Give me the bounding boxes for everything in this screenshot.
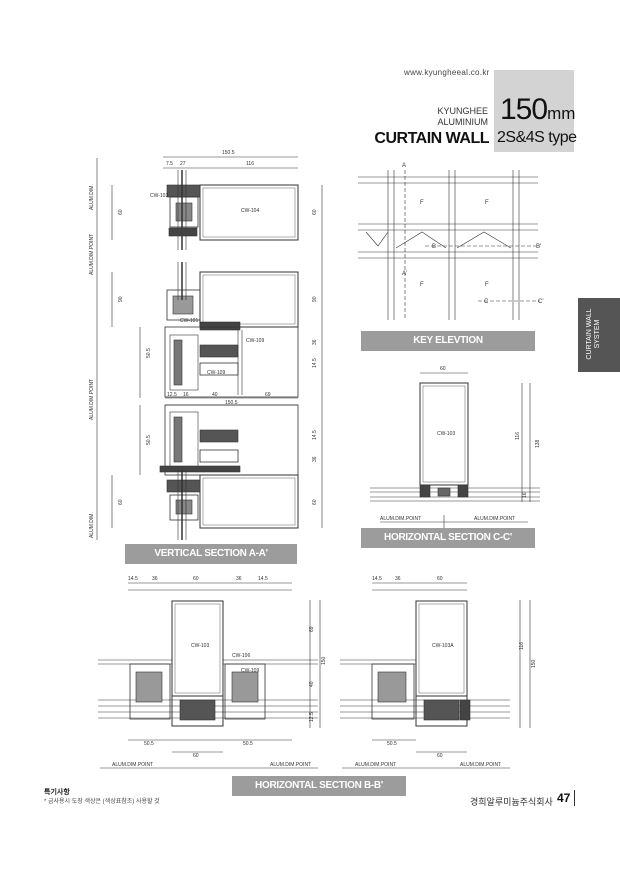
dim-top-1: 7.5	[166, 161, 173, 167]
dim-bottom-1: 12.5	[167, 392, 177, 398]
alum-dim-label-2: ALUM.DIM.POINT	[89, 234, 95, 275]
bb-dim-bottom-1: 50.5	[144, 741, 154, 747]
cc-dim-width: 60	[440, 366, 446, 372]
dim-left-1: 60	[118, 209, 124, 215]
bb-dim-bottom-4: 50.5	[387, 741, 397, 747]
part-code-5: CW-109	[207, 370, 225, 376]
dim-right-5: 14.5	[312, 430, 318, 440]
key-label-c-prime: C'	[538, 299, 543, 305]
dim-left-2: 90	[118, 296, 124, 302]
bb-dim-top-l2: 36	[152, 576, 158, 582]
dim-left-3: 50.5	[146, 348, 152, 358]
size-value: 150mm	[500, 94, 575, 130]
bb-part-code-2: CW-106	[232, 653, 250, 659]
size-badge-background	[494, 70, 574, 152]
cc-point-left: ALUM.DIM.POINT	[380, 516, 421, 522]
dim-top-2: 27	[180, 161, 186, 167]
note-text: * 금사용시 도장 색상은 (색상표참조) 사용할 것	[44, 799, 160, 805]
bb-dim-bottom-5: 60	[437, 753, 443, 759]
dim-left-4: 50.5	[146, 435, 152, 445]
page-title: CURTAIN WALL	[374, 130, 489, 147]
key-label-f-2: F	[485, 200, 489, 206]
part-code-3: CW-101	[180, 318, 198, 324]
bb-dim-right-l1: 69	[309, 626, 315, 632]
bb-dim-right-l4: 12.5	[309, 712, 315, 722]
horizontal-section-bb-banner: HORIZONTAL SECTION B-B'	[232, 776, 406, 796]
bb-dim-bottom-3: 50.5	[243, 741, 253, 747]
bb-dim-bottom-2: 60	[193, 753, 199, 759]
bb-dim-top-r2: 36	[395, 576, 401, 582]
key-label-f-1: F	[420, 200, 424, 206]
dim-bottom-4: 69	[265, 392, 271, 398]
bb-point-4: ALUM.DIM.POINT	[460, 762, 501, 768]
note-title: 특기사항	[44, 789, 70, 796]
dim-left-5: 60	[118, 499, 124, 505]
size-unit: mm	[547, 104, 576, 123]
dim-right-1: 60	[312, 209, 318, 215]
dim-right-3: 36	[312, 339, 318, 345]
bb-point-2: ALUM.DIM.POINT	[270, 762, 311, 768]
key-label-c: C	[484, 299, 489, 305]
alum-dim-label-3: ALUM.DIM.POINT	[89, 379, 95, 420]
cc-dim-116: 116	[515, 432, 521, 440]
page-number: 47	[557, 791, 571, 805]
dim-right-4: 14.5	[312, 358, 318, 368]
bb-dim-right-r1: 116	[519, 642, 525, 650]
bb-point-1: ALUM.DIM.POINT	[112, 762, 153, 768]
alum-dim-label-1: ALUM.DIM.	[89, 184, 95, 210]
cc-dim-16: 16	[522, 492, 528, 498]
part-code-4: CW-109	[246, 338, 264, 344]
key-label-b: B	[432, 244, 436, 250]
dim-right-7: 60	[312, 499, 318, 505]
bb-dim-top-l4: 36	[236, 576, 242, 582]
dim-bottom-3: 40	[212, 392, 218, 398]
website-url: www.kyungheeal.co.kr	[404, 68, 490, 77]
dim-bottom-overall: 150.5	[225, 400, 238, 406]
cc-part-code: CW-103	[437, 431, 455, 437]
key-label-a-prime: A'	[402, 271, 407, 277]
bb-dim-top-r1: 14.5	[372, 576, 382, 582]
bb-dim-right-l2: 150	[321, 656, 327, 665]
bb-dim-top-l1: 14.5	[128, 576, 138, 582]
horizontal-section-cc-banner: HORIZONTAL SECTION C-C'	[361, 528, 535, 548]
bb-part-code-1: CW-103	[191, 643, 209, 649]
bb-dim-right-l3: 40	[309, 681, 315, 687]
part-code-1: CW-103	[150, 193, 168, 199]
side-tab: CURTAIN WALL SYSTEM	[578, 298, 620, 372]
dim-right-2: 90	[312, 296, 318, 302]
dim-top-3: 116	[246, 161, 254, 167]
size-number: 150	[500, 93, 548, 126]
brand-line-2: ALUMINIUM	[437, 117, 488, 127]
cc-point-right: ALUM.DIM.POINT	[474, 516, 515, 522]
page-divider	[574, 790, 575, 806]
company-name: 경희알루미늄주식회사	[470, 797, 553, 807]
bb-part-code-4: CW-103A	[432, 643, 454, 649]
bb-dim-right-r2: 150	[531, 659, 537, 668]
key-label-f-4: F	[485, 282, 489, 288]
brand-line-1: KYUNGHEE	[437, 106, 488, 116]
dim-top-overall: 150.5	[222, 150, 235, 156]
bb-dim-top-r3: 60	[437, 576, 443, 582]
bb-dim-top-l5: 14.5	[258, 576, 268, 582]
vertical-section-aa-banner: VERTICAL SECTION A-A'	[125, 544, 297, 564]
alum-dim-label-4: ALUM.DIM.	[89, 512, 95, 538]
key-label-b-prime: B'	[536, 244, 541, 250]
key-elevation-banner: KEY ELEVTION	[361, 331, 535, 351]
bb-dim-top-l3: 60	[193, 576, 199, 582]
cc-dim-138: 138	[535, 439, 541, 448]
type-label: 2S&4S type	[497, 129, 577, 146]
bb-part-code-3: CW-109	[241, 668, 259, 674]
bb-point-3: ALUM.DIM.POINT	[355, 762, 396, 768]
dim-bottom-2: 16	[183, 392, 189, 398]
key-label-f-3: F	[420, 282, 424, 288]
part-code-2: CW-104	[241, 208, 259, 214]
dim-right-6: 36	[312, 456, 318, 462]
key-label-a: A	[402, 163, 406, 169]
